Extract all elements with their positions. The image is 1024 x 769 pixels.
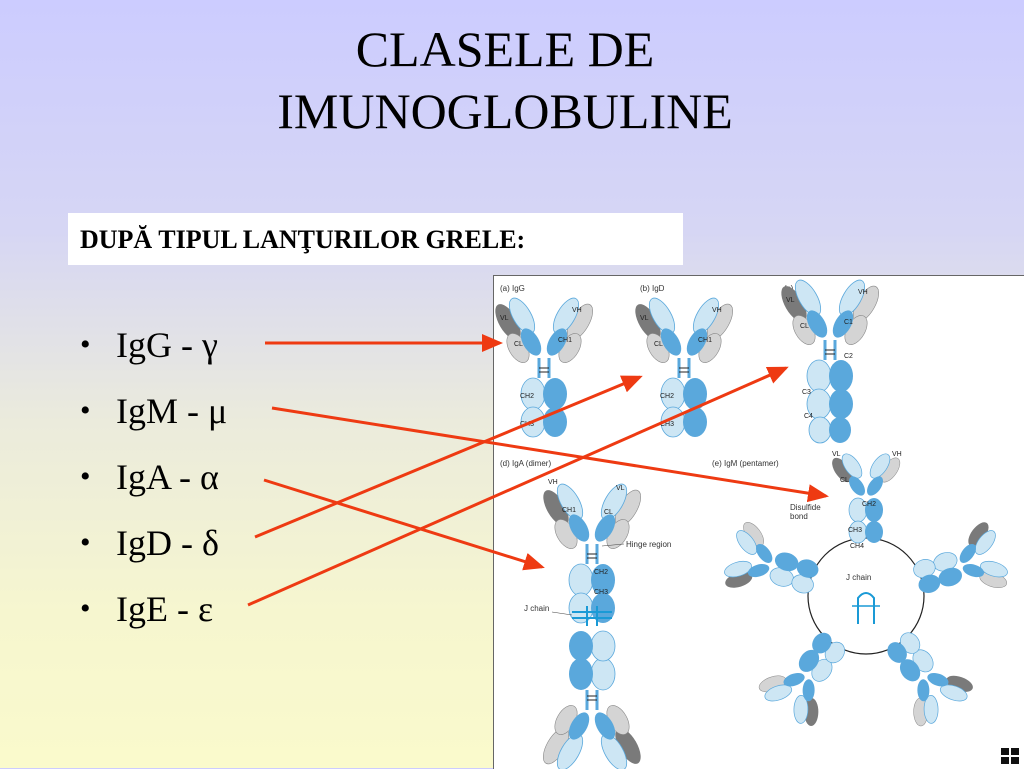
immunoglobulin-list: IgG - γ IgM - μ IgA - α IgD - δ IgE - ε [80, 312, 227, 642]
igd-vh-label: VH [712, 307, 722, 314]
bullet-iga: IgA - α [80, 444, 227, 510]
bullet-igg: IgG - γ [80, 312, 227, 378]
igm-cl-label: CL [840, 477, 849, 484]
igm-vh-label: VH [892, 451, 902, 458]
ige-cl-label: CL [800, 323, 809, 330]
igm-ch4-label: CH4 [850, 543, 864, 550]
subtitle-text: DUPĂ TIPUL LANŢURILOR GRELE: [80, 225, 526, 254]
igg-ch3-label: CH3 [520, 421, 534, 428]
iga-cl-label: CL [604, 509, 613, 516]
panel-label-igm: (e) IgM (pentamer) [712, 459, 779, 468]
ige-c2-label: C2 [844, 353, 853, 360]
hinge-region-label: Hinge region [626, 540, 671, 549]
bullet-igm: IgM - μ [80, 378, 227, 444]
iga-ch2-label: CH2 [594, 569, 608, 576]
title-line-2: IMUNOGLOBULINE [277, 83, 733, 139]
igg-cl-label: CL [514, 341, 523, 348]
antibody-structure-figure: (a) IgG (b) IgD (c) IgE (d) IgA (dimer) … [493, 275, 1024, 769]
antibody-diagram: (a) IgG (b) IgD (c) IgE (d) IgA (dimer) … [494, 276, 1017, 769]
ige-structure: VL VH CL C1 C2 C3 C4 [774, 276, 886, 444]
iga-vh-label: VH [548, 479, 558, 486]
igd-ch3-label: CH3 [660, 421, 674, 428]
iga-ch1-label: CH1 [562, 507, 576, 514]
igd-vl-label: VL [640, 315, 649, 322]
publisher-logo-icon [1001, 748, 1019, 764]
iga-j-chain-label: J chain [524, 604, 549, 613]
igm-ch3-label: CH3 [848, 527, 862, 534]
subtitle-box: DUPĂ TIPUL LANŢURILOR GRELE: [68, 213, 683, 265]
bullet-ige: IgE - ε [80, 576, 227, 642]
iga-ch3-label: CH3 [594, 589, 608, 596]
igm-vl-label: VL [832, 451, 841, 458]
igg-vl-label: VL [500, 315, 509, 322]
igg-structure: VL VH CL CH1 CH2 CH3 [494, 292, 600, 439]
igm-ch2-label: CH2 [862, 501, 876, 508]
igm-j-chain-label: J chain [846, 573, 871, 582]
ige-vh-label: VH [858, 289, 868, 296]
ige-c4-label: C4 [804, 413, 813, 420]
ige-c1-label: C1 [844, 319, 853, 326]
igg-vh-label: VH [572, 307, 582, 314]
igd-ch1-label: CH1 [698, 337, 712, 344]
iga-vl-label: VL [616, 485, 625, 492]
ige-vl-label: VL [786, 297, 795, 304]
title-line-1: CLASELE DE [355, 21, 655, 77]
igd-cl-label: CL [654, 341, 663, 348]
bullet-igd: IgD - δ [80, 510, 227, 576]
panel-label-igd: (b) IgD [640, 284, 665, 293]
igg-ch1-label: CH1 [558, 337, 572, 344]
ige-c3-label: C3 [802, 389, 811, 396]
igd-structure: VL VH CL CH1 CH2 CH3 [628, 292, 740, 439]
panel-label-igg: (a) IgG [500, 284, 525, 293]
igd-ch2-label: CH2 [660, 393, 674, 400]
panel-label-iga: (d) IgA (dimer) [500, 459, 551, 468]
igg-ch2-label: CH2 [520, 393, 534, 400]
slide-title: CLASELE DE IMUNOGLOBULINE [0, 18, 1010, 142]
iga-structure: J chain Hinge region VH VL CH1 CL CH2 CH… [524, 478, 671, 769]
